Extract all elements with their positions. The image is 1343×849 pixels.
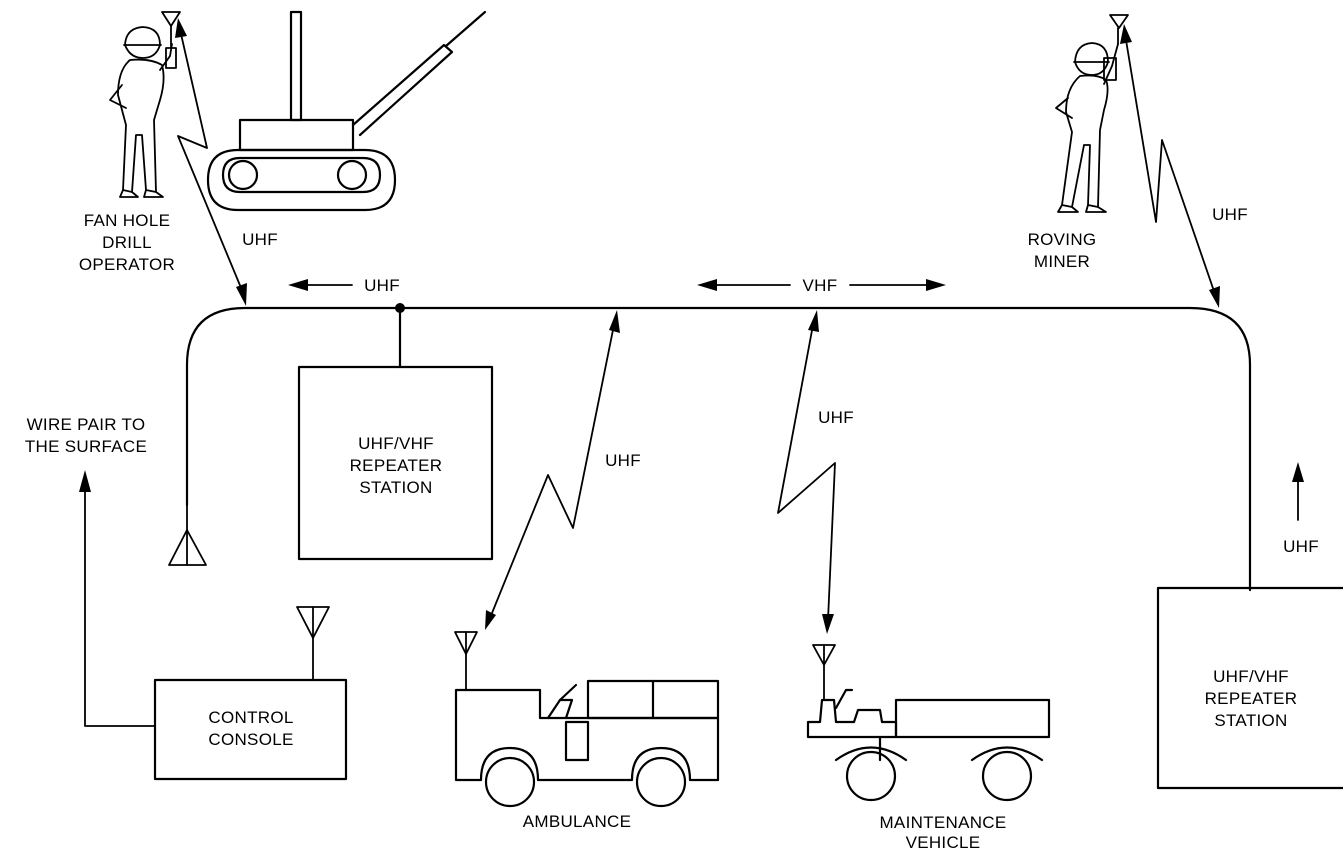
- uhf-maintenance-label: UHF: [818, 408, 854, 427]
- ambulance-figure: [454, 679, 720, 808]
- control-line1: CONTROL: [208, 708, 293, 727]
- wire-pair-arrow: [79, 470, 156, 727]
- vhf-double-arrow: [697, 279, 946, 291]
- roving-miner-link: [1120, 24, 1220, 308]
- repeater-left-line2: REPEATER: [350, 456, 443, 475]
- drill-operator-figure: [109, 26, 177, 198]
- uhf-right-label: UHF: [1283, 537, 1319, 556]
- maintenance-line2: VEHICLE: [906, 833, 981, 849]
- repeater-right-line1: UHF/VHF: [1213, 667, 1289, 686]
- control-console: [153, 678, 348, 781]
- ambulance-label: AMBULANCE: [523, 812, 632, 831]
- repeater-station-right: [1156, 586, 1343, 790]
- roving-line2: MINER: [1034, 252, 1090, 271]
- maintenance-vehicle-figure: [806, 688, 1051, 802]
- repeater-right-line3: STATION: [1214, 711, 1287, 730]
- repeater-station-left: [297, 365, 494, 561]
- repeater-left-line1: UHF/VHF: [358, 434, 434, 453]
- drill-operator-antenna-icon: [161, 11, 181, 49]
- uhf-left-arrow: [288, 279, 353, 291]
- uhf-top-left-label: UHF: [364, 276, 400, 295]
- uhf-ambulance-label: UHF: [605, 451, 641, 470]
- drill-machine-figure: [206, 10, 487, 212]
- uhf-up-arrow: [1292, 462, 1304, 521]
- fan-hole-line2: DRILL: [102, 233, 152, 252]
- fan-hole-line1: FAN HOLE: [84, 211, 170, 230]
- uhf-drill-label: UHF: [242, 230, 278, 249]
- repeater-left-line3: STATION: [359, 478, 432, 497]
- ambulance-antenna-icon: [454, 631, 478, 691]
- cable-end-antenna-icon: [168, 504, 207, 566]
- wire-label-line2-visible: THE SURFACE: [25, 437, 147, 456]
- maintenance-line1: MAINTENANCE: [879, 813, 1006, 832]
- maintenance-link: [777, 310, 836, 634]
- control-line2: CONSOLE: [208, 730, 293, 749]
- ambulance-link: [485, 310, 620, 630]
- fan-hole-line3: OPERATOR: [79, 255, 175, 274]
- wire-label-line1: WIRE PAIR TO: [27, 415, 146, 434]
- roving-line1: ROVING: [1028, 230, 1097, 249]
- drill-operator-link: [175, 18, 247, 306]
- uhf-roving-label: UHF: [1212, 205, 1248, 224]
- roving-miner-figure: [1055, 42, 1119, 213]
- vhf-top-label: VHF: [803, 276, 838, 295]
- console-antenna-icon: [296, 606, 330, 681]
- feeder-cable: [185, 306, 1252, 592]
- maintenance-antenna-icon: [812, 644, 836, 701]
- repeater-right-line2: REPEATER: [1205, 689, 1298, 708]
- roving-miner-antenna-icon: [1109, 14, 1129, 45]
